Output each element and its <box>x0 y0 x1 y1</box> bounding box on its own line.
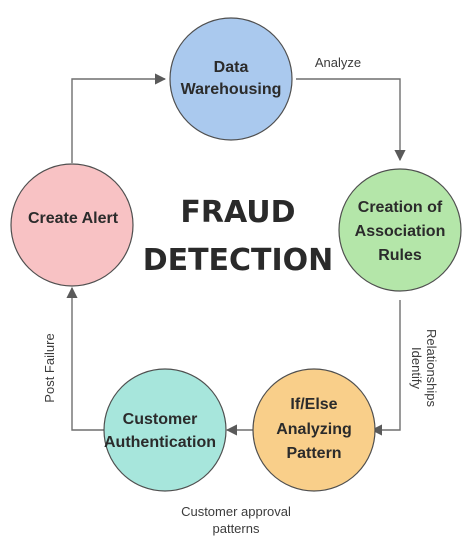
node-if-else-pattern: If/Else Analyzing Pattern <box>252 368 376 492</box>
data-warehousing-label-line1: Data <box>214 59 249 76</box>
association-rules-label-line3: Rules <box>378 247 422 264</box>
center-title-line1: FRAUD <box>180 195 295 230</box>
if-else-pattern-label-line2: Analyzing <box>276 421 352 438</box>
edge-label-analyze: Analyze <box>315 55 361 70</box>
association-rules-label-line1: Creation of <box>358 199 443 216</box>
edge-label-post-failure: Post Failure <box>42 333 57 402</box>
node-association-rules: Creation of Association Rules <box>338 168 462 292</box>
if-else-pattern-circle <box>252 368 376 492</box>
node-data-warehousing: Data Warehousing <box>169 17 293 141</box>
if-else-pattern-label-line3: Pattern <box>286 445 341 462</box>
edge-label-identify-line2: Relationships <box>424 329 439 408</box>
customer-authentication-label-line2: Authentication <box>104 434 216 451</box>
edge-label-identify-line1: Identify <box>409 347 424 389</box>
association-rules-circle <box>338 168 462 292</box>
edge-label-customer-approval-line2: patterns <box>213 521 260 536</box>
node-customer-authentication: Customer Authentication <box>103 368 227 492</box>
create-alert-circle <box>10 163 134 287</box>
association-rules-label-line2: Association <box>355 223 446 240</box>
edge-warehousing-to-association <box>296 78 406 162</box>
center-title-line2: DETECTION <box>143 243 334 278</box>
data-warehousing-circle <box>169 17 293 141</box>
node-create-alert: Create Alert <box>10 163 134 287</box>
data-warehousing-label-line2: Warehousing <box>181 81 282 98</box>
customer-authentication-circle <box>103 368 227 492</box>
edge-authentication-to-alert <box>66 286 104 431</box>
customer-authentication-label-line1: Customer <box>123 411 198 428</box>
if-else-pattern-label-line1: If/Else <box>290 396 337 413</box>
edge-alert-to-warehousing <box>71 73 167 163</box>
edge-association-to-ifelse <box>370 300 401 436</box>
edge-label-customer-approval-line1: Customer approval <box>181 504 291 519</box>
create-alert-label: Create Alert <box>28 210 119 227</box>
